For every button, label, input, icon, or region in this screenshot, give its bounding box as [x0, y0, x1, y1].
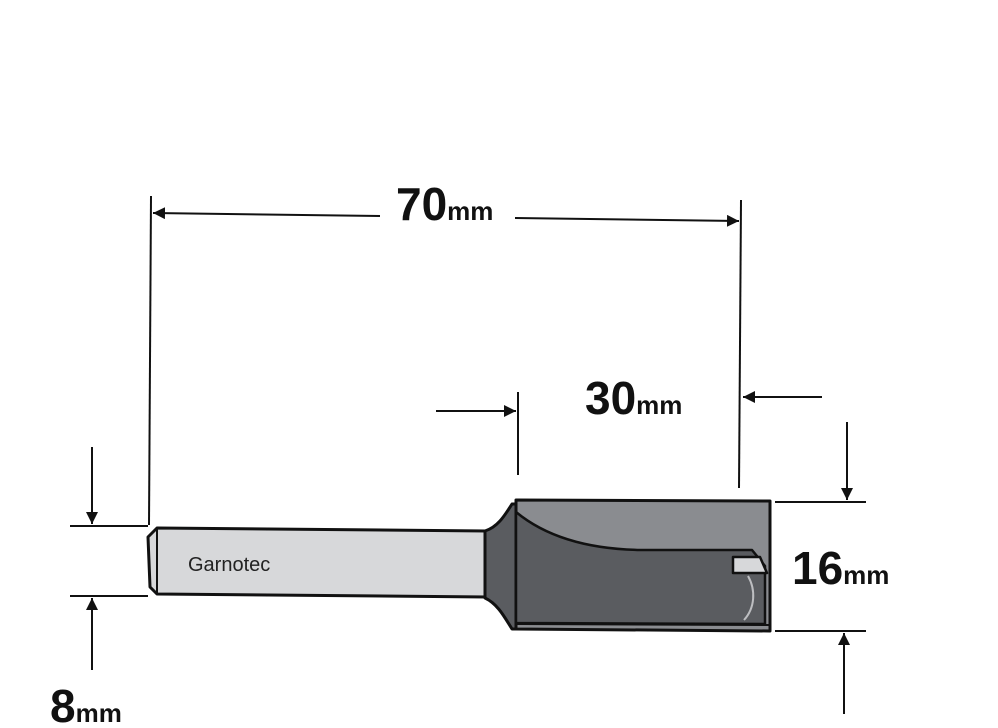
- cutter-bottom-rim: [515, 623, 771, 626]
- dimension-label-cutting-length: 30mm: [585, 372, 682, 424]
- dimension-cutting-diameter: 16mm: [792, 422, 889, 714]
- dimension-arrow-left: [152, 207, 381, 220]
- dimension-total-length: 70mm: [152, 178, 740, 230]
- dimension-arrow-right: [514, 214, 740, 227]
- bit-neck: [483, 502, 520, 631]
- dimension-shank-diameter: 8mm: [50, 447, 122, 728]
- dimension-label-total-length: 70mm: [396, 178, 493, 230]
- cutting-tip: [731, 555, 769, 575]
- dimension-label-shank-diameter: 8mm: [50, 680, 122, 728]
- brand-label: Garnotec: [188, 554, 270, 576]
- router-bit: Garnotec: [146, 498, 772, 633]
- extension-line-right: [738, 199, 742, 489]
- dimension-label-cutting-diameter: 16mm: [792, 542, 889, 594]
- extension-lines: [70, 195, 866, 632]
- dimension-cutting-length: 30mm: [436, 372, 822, 424]
- flute-edge-highlight: [743, 575, 755, 621]
- extension-line-left: [148, 195, 152, 526]
